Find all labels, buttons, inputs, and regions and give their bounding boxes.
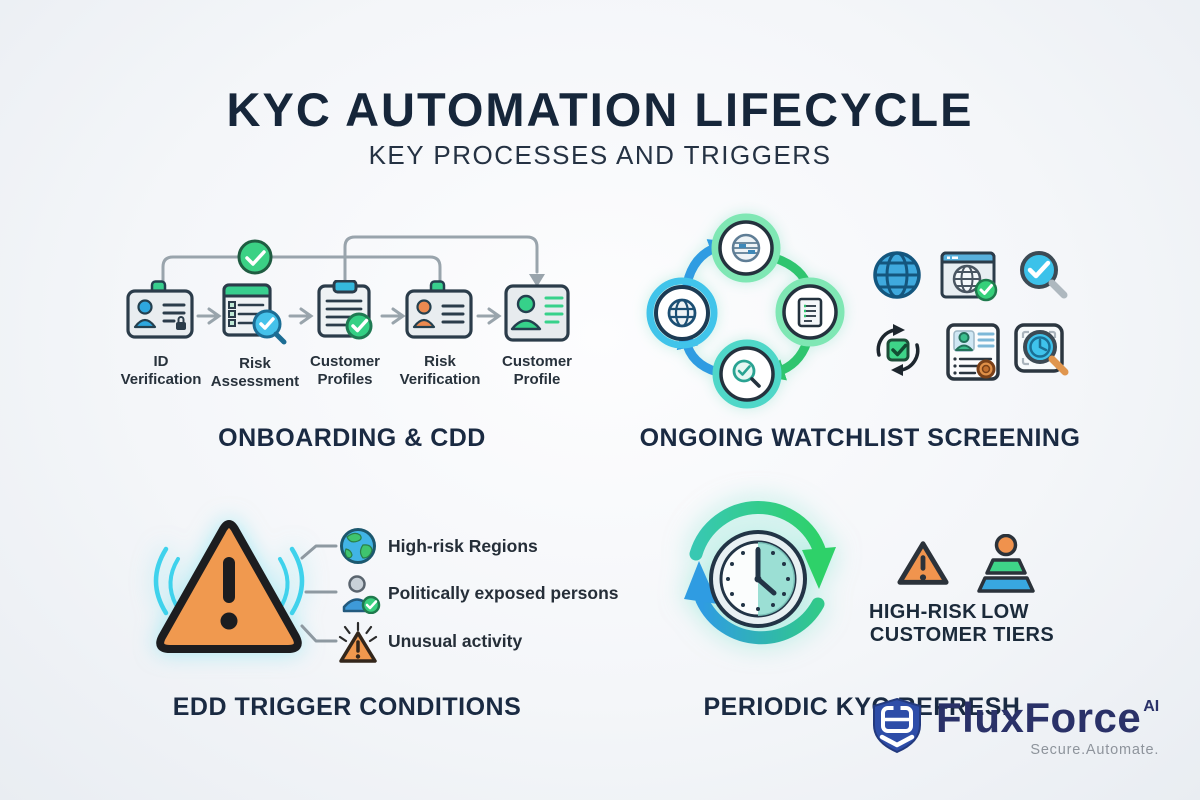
watchlist-document-icon [775,277,845,347]
flow-step: Risk Verification [385,280,495,389]
page-title: KYC AUTOMATION LIFECYCLE [226,83,974,136]
fluxforce-logo: FluxForce AI Secure.Automate. [868,697,1159,758]
logo-tagline: Secure.Automate. [1030,742,1160,758]
flow-step: Risk Assessment [200,282,310,391]
arrow-down-head [529,274,545,287]
trigger-label: High-risk Regions [388,536,538,556]
flow-step: Customer Profiles [290,279,400,389]
step-label: Risk Assessment [210,355,300,390]
profile-card-icon [504,284,570,342]
step-label: ID Verification [120,353,202,388]
person-check-icon [342,575,381,614]
check-circle-icon [237,239,273,275]
checklist-magnifier-icon [222,283,287,345]
section-label-watchlist: ONGOING WATCHLIST SCREENING [639,424,1081,452]
logo-text: FluxForce AI Secure.Automate. [936,694,1160,759]
page-subtitle: KEY PROCESSES AND TRIGGERS [368,140,832,170]
data-screening-globe-icon [711,213,781,283]
section-label-onboarding: ONBOARDING & CDD [218,424,486,452]
logo-suffix: AI [1143,698,1160,715]
step-label: Customer Profile [501,353,572,388]
logo-brand: FluxForce [936,694,1142,741]
screening-cycle-diagram [646,213,845,409]
tier-label-low: LOW [981,601,1029,623]
web-screening-check-icon [940,251,998,302]
warning-triangle-icon [153,520,305,653]
id-card-person-icon [405,280,473,339]
trigger-label: Unusual activity [388,631,523,651]
search-verify-icon [712,339,782,409]
globe-icon [873,251,921,299]
step-label: Customer Profiles [309,353,380,388]
flow-step: ID Verification [106,280,216,389]
audit-search-clock-icon [1014,323,1069,376]
earth-icon [340,528,376,564]
global-monitor-icon [646,277,718,349]
recheck-cycle-icon [876,324,920,376]
tier-label-high-risk: HIGH-RISK [868,601,978,623]
search-check-icon [1020,251,1068,299]
trigger-label: Politically exposed persons [388,583,619,603]
shield-icon [873,697,921,754]
customer-record-stamp-icon [946,323,1000,381]
section-label-refresh: PERIODIC KYC REFRESH [703,693,1021,721]
customer-tier-pyramid-icon [977,534,1035,593]
warning-rays-icon [338,621,378,663]
id-card-lock-icon [126,280,194,339]
tier-caption: CUSTOMER TIERS [869,624,1055,646]
flow-connectors [161,235,545,325]
clipboard-check-icon [317,279,373,340]
high-risk-triangle-icon [897,541,949,585]
flow-step: Customer Profile [482,284,592,389]
trigger-connectors [300,544,338,643]
kyc-refresh-clock-icon [684,501,836,645]
step-label: Risk Verification [399,353,481,388]
section-label-edd: EDD TRIGGER CONDITIONS [172,693,522,721]
